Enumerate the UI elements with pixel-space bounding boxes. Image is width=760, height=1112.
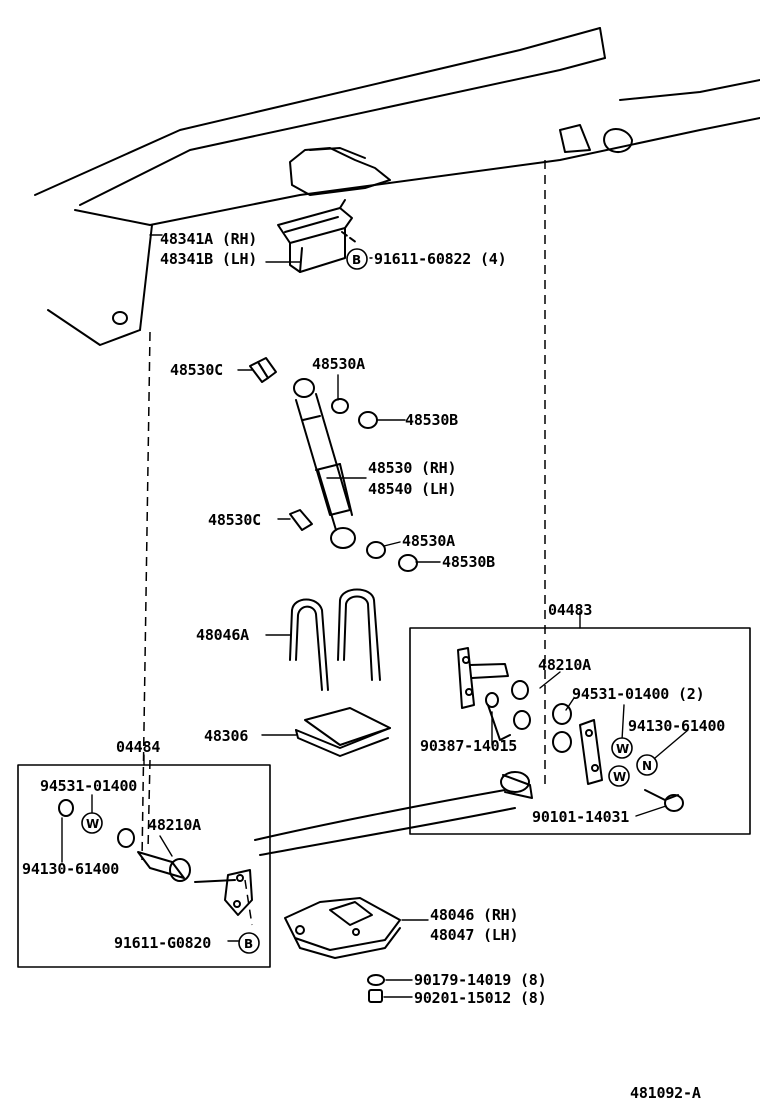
bushing-icon <box>249 357 418 572</box>
label-nut-left: 94130-61400 <box>22 860 119 878</box>
label-bolt-top: 91611-60822 (4) <box>374 250 506 268</box>
mark-b-top: B <box>352 253 361 267</box>
label-seat: 48306 <box>204 727 248 745</box>
label-bushing-b-upper: 48530B <box>405 411 458 429</box>
vehicle-frame <box>34 27 760 346</box>
label-nut-right: 94130-61400 <box>628 717 725 735</box>
label-washer-right: 94531-01400 (2) <box>572 685 704 703</box>
label-bush-right: 48210A <box>538 656 591 674</box>
label-bolt-right: 90101-14031 <box>532 808 629 826</box>
mark-w-right-2: W <box>613 770 626 784</box>
spring-bracket-icon <box>277 199 353 273</box>
diagram-id: 481092-A <box>630 1084 701 1102</box>
label-plate-lh: 48047 (LH) <box>430 926 518 944</box>
label-bushing-a-lower: 48530A <box>402 532 455 550</box>
label-bracket-rh: 48341A (RH) <box>160 230 257 248</box>
mark-w-right-1: W <box>616 742 629 756</box>
label-kit-left: 04484 <box>116 738 160 756</box>
leaf-spring-icon <box>254 771 533 856</box>
label-kit-right: 04483 <box>548 601 592 619</box>
label-bushing-b-lower: 48530B <box>442 553 495 571</box>
washer-nut-icon <box>367 974 385 1003</box>
label-ubolt: 48046A <box>196 626 249 644</box>
mark-b-left: B <box>244 937 253 951</box>
left-shackle-icon <box>58 799 253 916</box>
label-bracket-lh: 48341B (LH) <box>160 250 257 268</box>
spring-plate-icon <box>284 897 401 959</box>
label-plate-rh: 48046 (RH) <box>430 906 518 924</box>
label-bushing-a-upper: 48530A <box>312 355 365 373</box>
shackle-icon <box>457 647 684 812</box>
label-bushing-bolt-lower: 48530C <box>208 511 261 529</box>
shock-absorber-icon <box>293 378 356 549</box>
u-bolt-icon <box>289 588 381 691</box>
label-pin-right: 90387-14015 <box>420 737 517 755</box>
mark-n-right: N <box>642 759 652 773</box>
label-washer-left: 94531-01400 <box>40 777 137 795</box>
label-washer-bottom: 90179-14019 (8) <box>414 971 546 989</box>
mark-w-left: W <box>86 817 99 831</box>
label-bush-left: 48210A <box>148 816 201 834</box>
spring-seat-icon <box>295 707 391 757</box>
label-shock-rh: 48530 (RH) <box>368 459 456 477</box>
label-bolt-left: 91611-G0820 <box>114 934 211 952</box>
label-shock-lh: 48540 (LH) <box>368 480 456 498</box>
label-bushing-bolt-upper: 48530C <box>170 361 223 379</box>
label-nut-bottom: 90201-15012 (8) <box>414 989 546 1007</box>
